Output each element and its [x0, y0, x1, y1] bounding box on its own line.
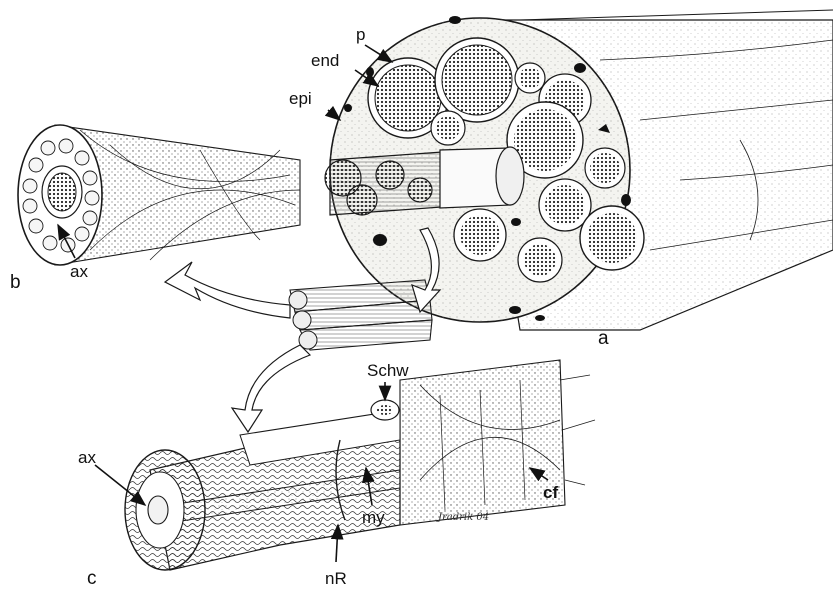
label-perineurium: p [356, 25, 365, 44]
label-panel-c: c [87, 568, 97, 589]
fascicle [585, 148, 625, 188]
label-endoneurium: end [311, 51, 339, 70]
label-schwann-cell: Schw [367, 361, 409, 380]
flow-arrow [165, 262, 290, 318]
label-epineurium: epi [289, 89, 312, 108]
label-axon-c: ax [78, 448, 96, 467]
fascicle-b [18, 125, 300, 265]
axon-core [148, 496, 168, 524]
label-axon-b: ax [70, 262, 88, 281]
fascicle [431, 111, 465, 145]
leader-arrow-epi [328, 110, 340, 120]
fascicle [435, 38, 519, 122]
label-node-of-ranvier: nR [325, 569, 347, 588]
fascicle [518, 238, 562, 282]
fascicle [515, 63, 545, 93]
flow-arrow [232, 345, 310, 432]
label-myelin: my [362, 508, 385, 527]
small-fascicle-bundle [289, 280, 432, 350]
label-collagen-fibers: cf [543, 483, 558, 502]
fascicle [454, 209, 506, 261]
label-panel-b: b [10, 272, 21, 293]
fascicle [580, 206, 644, 270]
myelinated-fiber-c [125, 360, 595, 570]
artist-signature: Jradrik 04 [436, 512, 489, 523]
label-panel-a: a [598, 328, 609, 349]
